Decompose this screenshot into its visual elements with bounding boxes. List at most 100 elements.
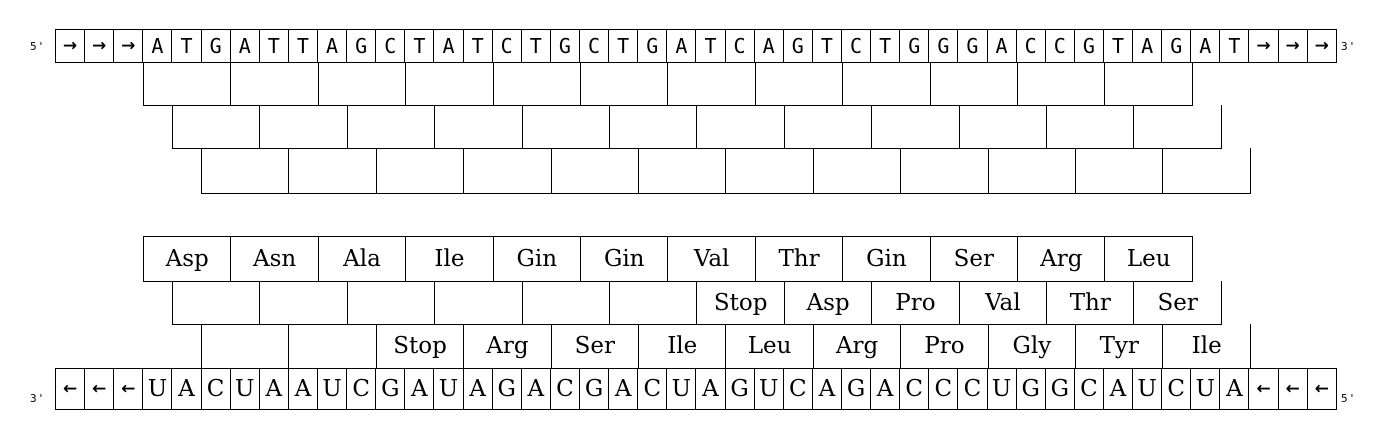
amino-acid-codon-cell: Ser xyxy=(1134,281,1222,324)
upper-frame-codon-cell xyxy=(1018,62,1106,105)
dna-base: A xyxy=(231,30,260,62)
rna-base: A xyxy=(1104,369,1134,409)
rna-base: A xyxy=(405,369,435,409)
upper-frame-codon-cell xyxy=(1105,62,1193,105)
amino-acid-codon-cell: Thr xyxy=(1047,281,1135,324)
rna-base: G xyxy=(493,369,522,409)
rna-base: C xyxy=(1075,369,1104,409)
upper-frame-codon-cell xyxy=(202,148,290,193)
rna-base: U xyxy=(755,369,784,409)
upper-frame-codon-cell xyxy=(639,148,727,193)
rna-base: A xyxy=(464,369,493,409)
upper-frame-codon-cell xyxy=(901,148,989,193)
upper-frame-codon-cell xyxy=(872,105,960,148)
rna-base: U xyxy=(988,369,1017,409)
amino-acid-codon-cell: Gly xyxy=(989,324,1077,368)
upper-frame-codon-cell xyxy=(581,62,669,105)
dna-arrow-icon: → xyxy=(56,30,86,62)
amino-acid-codon-cell: Ile xyxy=(406,237,494,281)
rna-base: A xyxy=(696,369,726,409)
rna-base: U xyxy=(318,369,348,409)
upper-frame-codon-cell xyxy=(406,62,494,105)
dna-base: T xyxy=(609,30,639,62)
dna-base: G xyxy=(1075,30,1104,62)
dna-base: G xyxy=(202,30,231,62)
amino-acid-codon-cell xyxy=(173,281,261,324)
dna-arrow-icon: → xyxy=(85,30,115,62)
upper-frame-codon-cell xyxy=(989,148,1077,193)
amino-acid-codon-cell: Pro xyxy=(872,281,960,324)
rna-arrow-icon: ← xyxy=(1249,369,1279,409)
rna-arrow-icon: ← xyxy=(1279,369,1308,409)
dna-arrow-icon: → xyxy=(1308,30,1337,62)
upper-frame-codon-cell xyxy=(552,148,640,193)
rna-arrow-icon: ← xyxy=(1308,369,1337,409)
rna-base: U xyxy=(1133,369,1163,409)
rna-arrow-icon: ← xyxy=(114,369,144,409)
rna-base: C xyxy=(929,369,959,409)
rna-base: U xyxy=(667,369,697,409)
dna-base: G xyxy=(347,30,377,62)
upper-frame-codon-cell xyxy=(464,148,552,193)
dna-base: T xyxy=(464,30,493,62)
dna-base: T xyxy=(289,30,318,62)
rna-base: C xyxy=(900,369,930,409)
rna-base: A xyxy=(1220,369,1250,409)
dna-base: C xyxy=(1046,30,1075,62)
dna-base: A xyxy=(1133,30,1163,62)
upper-frame-codon-cell xyxy=(668,62,756,105)
amino-acid-codon-cell: Asp xyxy=(785,281,873,324)
amino-acid-codon-cell xyxy=(289,324,377,368)
rna-base: C xyxy=(958,369,988,409)
amino-acid-codon-cell: Stop xyxy=(377,324,465,368)
dna-arrow-icon: → xyxy=(114,30,144,62)
rna-base: U xyxy=(434,369,464,409)
rna-arrow-icon: ← xyxy=(56,369,86,409)
dna-base: G xyxy=(958,30,988,62)
top-strand-3prime-label: 3' xyxy=(1341,40,1357,53)
top-strand-5prime-label: 5' xyxy=(30,40,46,53)
dna-base: C xyxy=(726,30,755,62)
amino-acid-codon-cell xyxy=(435,281,523,324)
upper-frame-codon-cell xyxy=(726,148,814,193)
dna-base: T xyxy=(1220,30,1250,62)
upper-frame-codon-cell xyxy=(494,62,582,105)
upper-frame-codon-cell xyxy=(843,62,931,105)
upper-frame-codon-cell xyxy=(1076,148,1164,193)
rna-base: U xyxy=(231,369,260,409)
amino-acid-codon-cell: Asn xyxy=(231,237,319,281)
upper-frame-codon-cell xyxy=(144,62,232,105)
dna-base: T xyxy=(696,30,726,62)
rna-base: C xyxy=(784,369,813,409)
amino-acid-codon-cell: Gin xyxy=(494,237,582,281)
rna-base: G xyxy=(376,369,406,409)
upper-frame-codon-cell xyxy=(348,105,436,148)
amino-acid-codon-cell: Val xyxy=(960,281,1048,324)
dna-base: T xyxy=(813,30,842,62)
rna-base: G xyxy=(842,369,872,409)
upper-frame-codon-cell xyxy=(231,62,319,105)
dna-base: A xyxy=(667,30,697,62)
upper-frame-3 xyxy=(201,148,1251,194)
upper-frame-codon-cell xyxy=(319,62,407,105)
dna-base: G xyxy=(900,30,930,62)
amino-acid-codon-cell: Thr xyxy=(756,237,844,281)
amino-acid-codon-cell xyxy=(523,281,611,324)
upper-frame-codon-cell xyxy=(931,62,1019,105)
bottom-strand-3prime-label: 3' xyxy=(30,392,46,405)
rna-base: A xyxy=(813,369,842,409)
upper-frame-codon-cell xyxy=(1163,148,1251,193)
dna-base: A xyxy=(988,30,1017,62)
rna-base: C xyxy=(1162,369,1192,409)
upper-frame-codon-cell xyxy=(1047,105,1135,148)
dna-base: G xyxy=(784,30,813,62)
upper-frame-codon-cell xyxy=(814,148,902,193)
rna-base: A xyxy=(522,369,551,409)
amino-acid-codon-cell xyxy=(348,281,436,324)
amino-acid-codon-cell: Leu xyxy=(726,324,814,368)
rna-base: A xyxy=(609,369,639,409)
amino-acid-codon-cell: Leu xyxy=(1105,237,1193,281)
dna-base: C xyxy=(1017,30,1046,62)
